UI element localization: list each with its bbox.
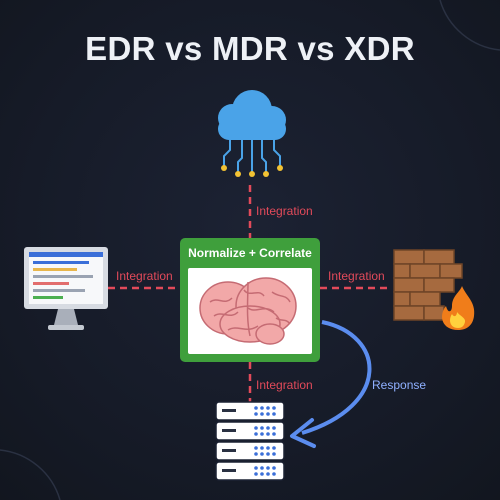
bottom-integration-label: Integration bbox=[256, 378, 313, 392]
response-arrowhead bbox=[290, 418, 316, 448]
page-title: EDR vs MDR vs XDR bbox=[85, 30, 415, 67]
brain-icon bbox=[199, 277, 297, 345]
server-rack-icon bbox=[215, 401, 285, 481]
center-inner-panel bbox=[188, 268, 312, 354]
left-integration-label: Integration bbox=[116, 269, 173, 283]
response-arrow bbox=[301, 320, 372, 435]
response-label: Response bbox=[372, 378, 427, 392]
top-integration-label: Integration bbox=[256, 204, 313, 218]
desktop-monitor-icon bbox=[24, 247, 108, 330]
normalize-correlate-box: Normalize + Correlate bbox=[180, 238, 320, 362]
right-integration-label: Integration bbox=[328, 269, 385, 283]
center-title: Normalize + Correlate bbox=[188, 246, 312, 260]
firewall-icon bbox=[393, 249, 475, 330]
cloud-network-icon bbox=[218, 90, 286, 177]
